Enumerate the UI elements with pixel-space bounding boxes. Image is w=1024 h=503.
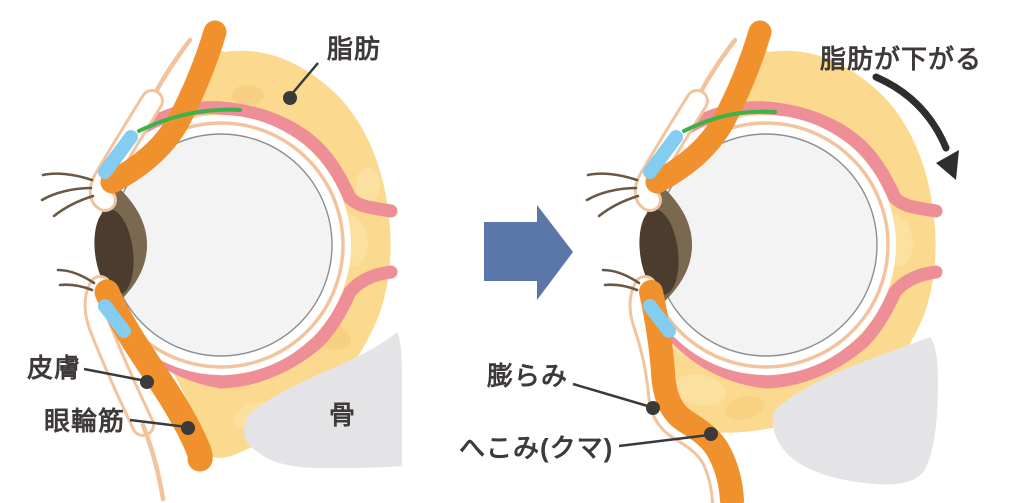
before-panel: 脂肪 皮膚 眼輪筋 骨 xyxy=(27,20,402,502)
eyelashes xyxy=(40,172,96,292)
upper-muscle-band xyxy=(645,20,772,194)
eyelash xyxy=(56,268,96,285)
orbicularis-leader-line xyxy=(129,418,188,429)
eyelashes xyxy=(585,172,641,292)
bulge-label: 膨らみ xyxy=(487,361,568,391)
pupil xyxy=(639,209,679,295)
fat-texture-patch xyxy=(725,396,765,420)
before-annotations: 脂肪 皮膚 眼輪筋 骨 xyxy=(27,34,381,436)
fat-label: 脂肪 xyxy=(327,34,381,64)
bone-region xyxy=(772,337,938,485)
eyelash xyxy=(597,194,640,218)
eyelash xyxy=(586,172,639,182)
transition-arrow xyxy=(484,205,573,300)
eyelash xyxy=(601,268,641,285)
fat-texture-patch xyxy=(674,374,726,406)
levator-line xyxy=(137,107,242,133)
fat-descends-label: 脂肪が下がる xyxy=(820,44,982,74)
eyelash xyxy=(603,283,639,292)
fat-leader-dot xyxy=(283,91,297,105)
skin-leader-line xyxy=(83,367,147,383)
pink-band-lower xyxy=(669,265,943,389)
lower-muscle-band xyxy=(639,280,744,503)
lower-skin-band xyxy=(86,278,152,434)
levator-line xyxy=(682,109,777,133)
fat-texture-patch xyxy=(356,167,380,203)
bone-region xyxy=(243,332,402,468)
fat-leader-line xyxy=(290,62,319,96)
lower-tarsus xyxy=(643,299,676,338)
pupil xyxy=(94,209,134,295)
fat-descend-arrow-shaft xyxy=(872,73,950,152)
hollow-leader-dot xyxy=(704,427,718,441)
hollow-leader-line xyxy=(618,433,710,448)
pink-band-lower xyxy=(121,265,398,389)
fat-descend-arrowhead xyxy=(936,150,959,180)
lower-skin-surface-line xyxy=(140,422,166,502)
bone-label: 骨 xyxy=(329,400,356,430)
eyelash xyxy=(41,172,94,182)
hollow-label: へこみ(クマ) xyxy=(459,433,613,463)
upper-tarsus xyxy=(98,130,138,179)
lower-tarsus xyxy=(98,299,131,338)
eyelash xyxy=(52,194,95,218)
eyelash xyxy=(58,283,94,292)
orbicularis-leader-dot xyxy=(181,421,195,435)
fat-descend-arrow xyxy=(872,73,959,180)
bulge-leader-dot xyxy=(646,401,660,415)
skin-leader-dot xyxy=(140,375,154,389)
after-annotations: 脂肪が下がる 膨らみ へこみ(クマ) xyxy=(459,44,982,463)
upper-muscle-band xyxy=(100,20,227,194)
upper-tarsus xyxy=(643,130,683,179)
eyelash xyxy=(585,186,638,202)
after-panel: 脂肪が下がる 膨らみ へこみ(クマ) xyxy=(459,20,982,503)
skin-label: 皮膚 xyxy=(27,353,81,383)
orbicularis-label: 眼輪筋 xyxy=(44,406,125,436)
fat-texture-patch xyxy=(232,85,264,105)
bulge-leader-line xyxy=(572,382,652,409)
eyelash xyxy=(40,186,93,202)
